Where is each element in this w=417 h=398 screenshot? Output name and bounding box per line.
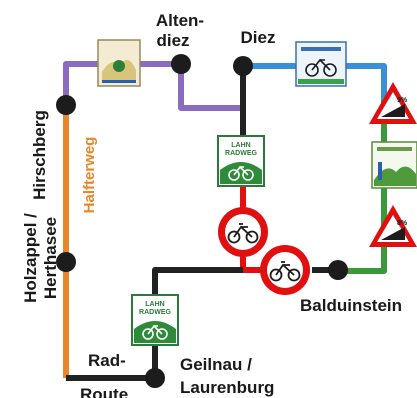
hirschberg-label: Hirschberg <box>30 110 49 200</box>
steep-incline-warning-icon[interactable]: 8% <box>369 205 417 247</box>
node-hirschberg[interactable] <box>56 95 76 115</box>
blue-route-logo-icon[interactable] <box>295 41 347 87</box>
halfterweg-logo-icon[interactable] <box>97 39 141 87</box>
holzappel-label-line1: Holzappel / <box>21 213 40 303</box>
geilnau-label-line2: Laurenburg <box>180 378 274 397</box>
blue-route-line <box>243 63 387 100</box>
green-route-logo-icon[interactable] <box>371 141 417 189</box>
lahnradweg-label-line1: LAHN <box>145 301 164 308</box>
rad-route-label-line1: Rad- <box>88 351 126 370</box>
rad-route-label-line2: Route <box>80 385 128 398</box>
lahnradweg-sign-diez-icon[interactable]: LAHN RADWEG <box>217 135 265 187</box>
steep-grade-label-top: 9% <box>397 97 408 104</box>
bicycle-prohibited-sign-icon[interactable] <box>218 207 268 257</box>
steep-grade-label-bottom: 8% <box>397 220 408 227</box>
node-altendiez[interactable] <box>171 54 191 74</box>
geilnau-label-line1: Geilnau / <box>180 355 252 374</box>
lahnradweg-label-line1: LAHN <box>231 142 250 149</box>
lahnradweg-label-line2: RADWEG <box>225 150 257 157</box>
node-balduinstein[interactable] <box>328 260 348 280</box>
purple-route-line <box>63 61 243 111</box>
node-geilnau[interactable] <box>145 368 165 388</box>
altendiez-label-line1: Alten- <box>156 11 204 30</box>
altendiez-label-line2: diez <box>156 31 189 50</box>
bicycle-prohibited-sign-icon[interactable] <box>260 245 310 295</box>
lahnradweg-sign-geilnau-icon[interactable]: LAHN RADWEG <box>131 294 179 346</box>
lahnradweg-label-line2: RADWEG <box>139 309 171 316</box>
node-holzappel[interactable] <box>56 252 76 272</box>
balduinstein-label: Balduinstein <box>300 296 402 315</box>
halfterweg-label: Halfterweg <box>81 137 98 214</box>
holzappel-label-line2: Herthasee <box>41 217 60 299</box>
steep-incline-warning-icon[interactable]: 9% <box>369 82 417 124</box>
node-diez[interactable] <box>233 56 253 76</box>
diez-label: Diez <box>241 28 276 47</box>
junction-nodes <box>56 54 348 388</box>
